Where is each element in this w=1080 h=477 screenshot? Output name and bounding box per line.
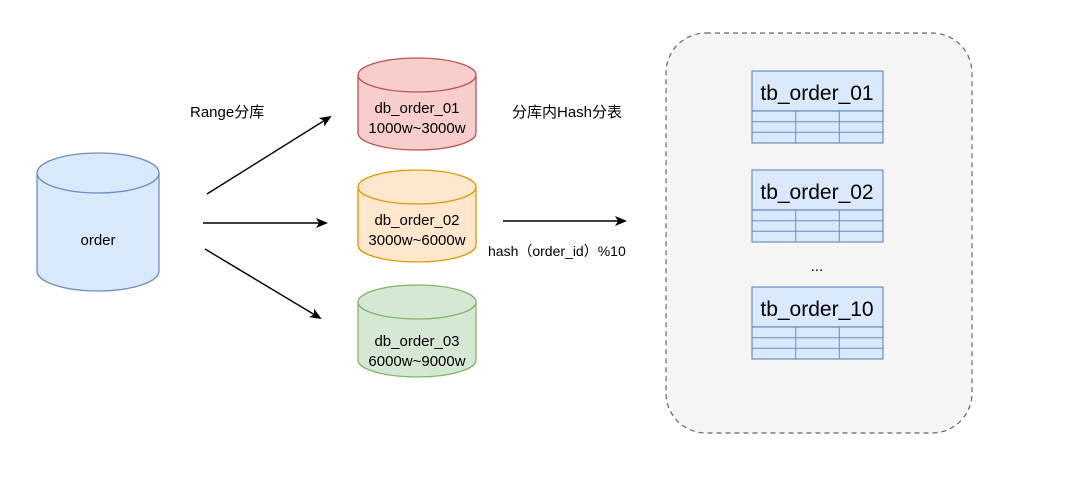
db-order-02-top: [357, 169, 477, 205]
db-order-02: db_order_02 3000w~6000w: [357, 169, 477, 263]
table-tb-order-02-name: tb_order_02: [760, 181, 873, 204]
range-sharding-label: Range分库: [190, 104, 264, 121]
db-order-03: db_order_03 6000w~9000w: [357, 284, 477, 378]
tables-ellipsis: ...: [811, 258, 824, 275]
table-tb-order-01-header: [751, 70, 884, 112]
db-order-01: db_order_01 1000w~3000w: [357, 57, 477, 151]
table-tb-order-01-name: tb_order_01: [760, 82, 873, 105]
table-tb-order-02-grid: [751, 209, 884, 243]
source-db-body: [36, 173, 160, 292]
arrow-to-db-01: [206, 115, 332, 195]
source-db-top: [36, 152, 160, 194]
table-tb-order-02-header: [751, 169, 884, 211]
db-order-01-top: [357, 57, 477, 93]
db-order-02-name: db_order_02: [374, 212, 459, 229]
db-order-02-body: [357, 187, 477, 263]
table-tb-order-10-header: [751, 286, 884, 328]
table-tb-order-10-name: tb_order_10: [760, 298, 873, 321]
db-order-03-body: [357, 302, 477, 378]
table-tb-order-01: tb_order_01: [751, 70, 884, 144]
db-order-03-range: 6000w~9000w: [368, 353, 465, 370]
db-order-01-range: 1000w~3000w: [368, 120, 465, 137]
hash-sharding-label: 分库内Hash分表: [512, 104, 622, 121]
db-order-02-range: 3000w~6000w: [368, 232, 465, 249]
arrow-to-db-03: [204, 248, 322, 320]
db-order-01-name: db_order_01: [374, 100, 459, 117]
db-order-03-name: db_order_03: [374, 333, 459, 350]
table-tb-order-10: tb_order_10: [751, 286, 884, 360]
table-tb-order-02: tb_order_02: [751, 169, 884, 243]
db-order-01-body: [357, 75, 477, 151]
source-db-label: order: [80, 232, 115, 249]
table-tb-order-10-grid: [751, 326, 884, 360]
hash-expression-label: hash（order_id）%10: [488, 243, 626, 259]
db-order-03-top: [357, 284, 477, 320]
table-tb-order-01-grid: [751, 110, 884, 144]
source-db-order: order: [36, 152, 160, 292]
